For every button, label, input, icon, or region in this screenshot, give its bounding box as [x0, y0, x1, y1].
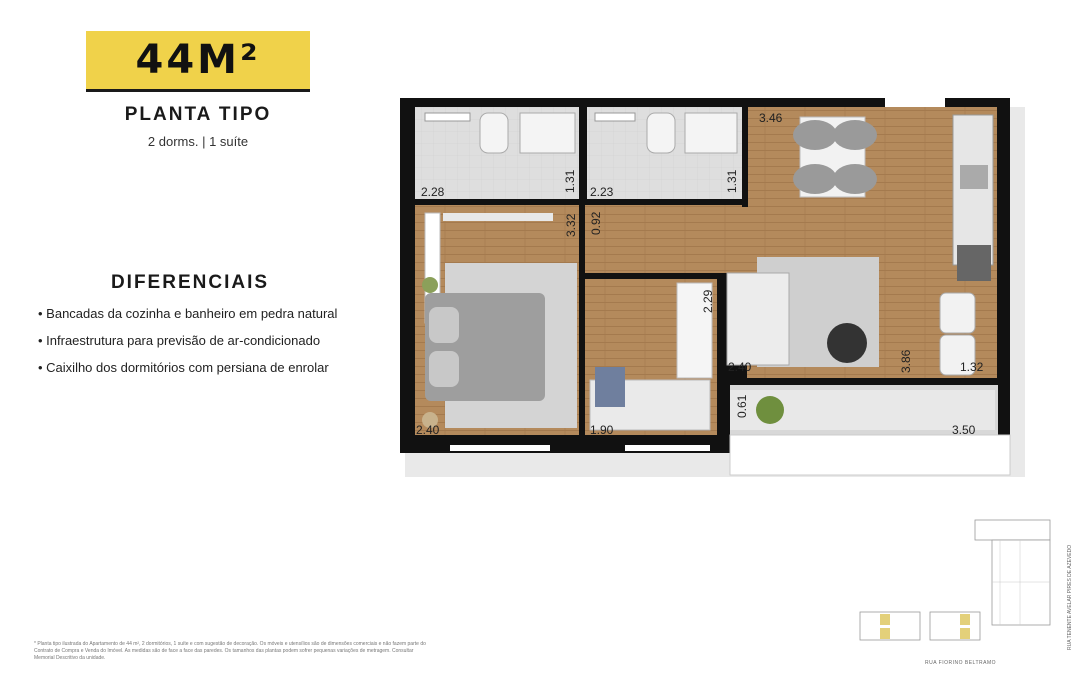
- street-label: RUA FIORINO BELTRAMO: [925, 660, 997, 666]
- disclaimer-text: * Planta tipo ilustrada do Apartamento d…: [34, 641, 426, 661]
- floor-plan: 2.28 1.31 2.23 1.31 3.46 3.32 0.92 2.29 …: [385, 95, 1025, 485]
- dimension-label: 2.23: [590, 185, 614, 199]
- floor-plan-drawing: [400, 98, 1025, 477]
- dimension-label: 3.32: [564, 213, 578, 237]
- feature-item: Infraestrutura para previsão de ar-condi…: [38, 327, 337, 354]
- dimension-label: 0.61: [735, 394, 749, 418]
- dimension-label: 3.50: [952, 423, 976, 437]
- dimension-label: 2.28: [421, 185, 445, 199]
- dimension-label: 3.86: [899, 349, 913, 373]
- dimension-label: 2.29: [701, 289, 715, 313]
- dimension-label: 3.46: [759, 111, 783, 125]
- dimension-label: 0.92: [589, 211, 603, 235]
- feature-item: Bancadas da cozinha e banheiro em pedra …: [38, 300, 337, 327]
- dimension-label: 2.40: [416, 423, 440, 437]
- area-badge-label: 44M²: [135, 37, 261, 83]
- dimension-label: 1.32: [960, 360, 984, 374]
- plan-title: PLANTA TIPO: [124, 104, 272, 125]
- features-list: Bancadas da cozinha e banheiro em pedra …: [38, 300, 337, 381]
- features-title: DIFERENCIAIS: [110, 272, 270, 293]
- key-plan: RUA FIORINO BELTRAMO RUA TENENTE AVELAR …: [820, 510, 1080, 675]
- dimension-label: 1.31: [563, 169, 577, 193]
- area-badge: 44M²: [86, 31, 310, 92]
- dimension-label: 1.31: [725, 169, 739, 193]
- plan-subtitle: 2 dorms. | 1 suíte: [147, 134, 249, 149]
- dimension-label: 1.90: [590, 423, 614, 437]
- feature-item: Caixilho dos dormitórios com persiana de…: [38, 354, 337, 381]
- dimension-label: 2.40: [728, 360, 752, 374]
- key-plan-drawing: [859, 519, 1051, 641]
- street-label: RUA TENENTE AVELAR PIRES DE AZEVEDO: [1067, 544, 1073, 650]
